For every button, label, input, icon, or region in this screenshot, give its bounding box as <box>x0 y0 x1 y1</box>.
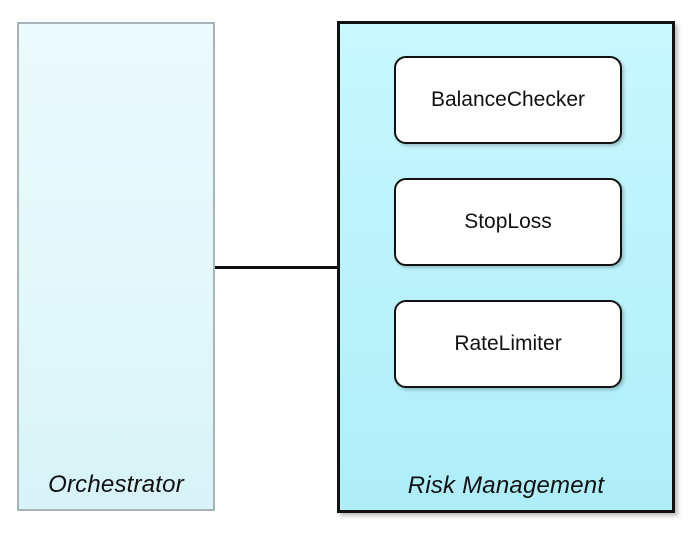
stop-loss-component: StopLoss <box>394 178 622 266</box>
orchestrator-risk-connector <box>215 266 337 269</box>
balance-checker-component: BalanceChecker <box>394 56 622 144</box>
rate-limiter-component: RateLimiter <box>394 300 622 388</box>
risk-management-container: BalanceChecker StopLoss RateLimiter Risk… <box>337 21 675 513</box>
rate-limiter-label: RateLimiter <box>454 332 562 355</box>
risk-management-label: Risk Management <box>407 472 605 499</box>
stop-loss-label: StopLoss <box>464 210 552 233</box>
balance-checker-label: BalanceChecker <box>430 88 586 111</box>
orchestrator-container: Orchestrator <box>17 22 215 511</box>
orchestrator-label: Orchestrator <box>48 471 184 498</box>
